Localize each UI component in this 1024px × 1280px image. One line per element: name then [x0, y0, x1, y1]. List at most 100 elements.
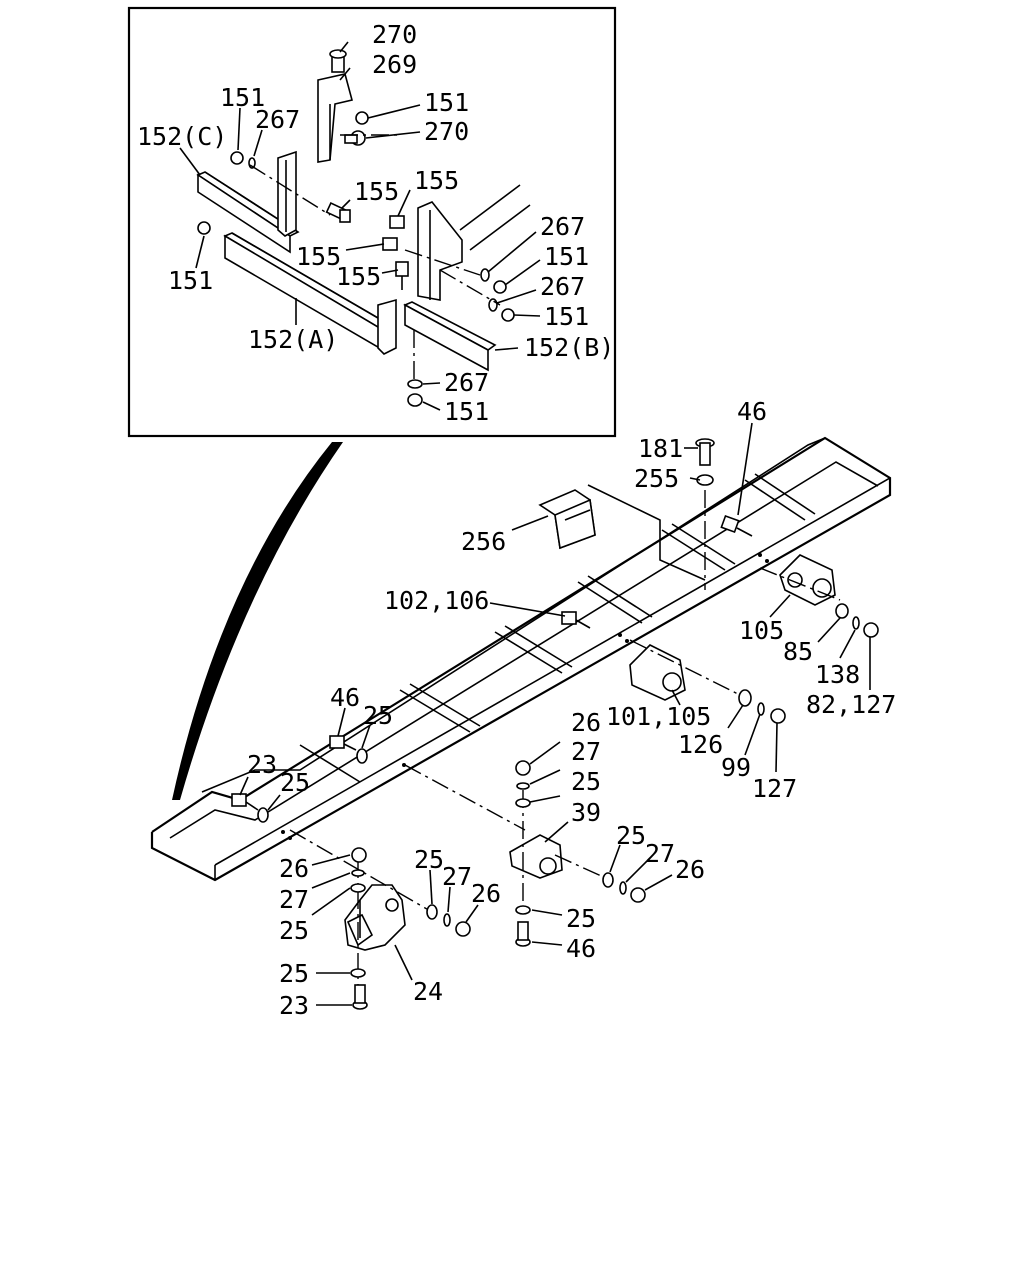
- label-126: 126: [678, 730, 723, 759]
- washer-27-mid: [516, 782, 530, 790]
- washer-25-bracket: [426, 904, 438, 920]
- nut-151-left: [197, 151, 256, 235]
- label-25-frame: 25: [280, 768, 310, 797]
- label-105: 105: [739, 616, 784, 645]
- washer-25-low: [515, 905, 531, 915]
- frame-hint-2: [469, 204, 531, 251]
- label-270-top: 270: [372, 20, 417, 49]
- label-152a: 152(A): [248, 325, 338, 354]
- washer-99: [757, 702, 765, 716]
- mount-39: [509, 834, 563, 879]
- label-26-bracket: 26: [471, 879, 501, 908]
- centerline-105: [759, 567, 841, 601]
- label-267-bottom: 267: [444, 368, 489, 397]
- label-151-upper-right: 151: [424, 88, 469, 117]
- label-155-b: 155: [414, 166, 459, 195]
- bolt-46-left: [329, 735, 357, 751]
- label-85: 85: [783, 637, 813, 666]
- inset-frame: [127, 6, 617, 438]
- chassis-frame: [150, 436, 892, 882]
- bracket-256: [538, 489, 596, 550]
- label-255: 255: [634, 464, 679, 493]
- label-181: 181: [638, 434, 683, 463]
- nut-26-bracket: [455, 921, 471, 937]
- label-267-right-a: 267: [540, 212, 585, 241]
- bolt-155-a: [325, 202, 351, 223]
- nut-26-left: [351, 847, 367, 863]
- washer-25-left-a: [350, 883, 366, 893]
- centerline-39-c: [554, 854, 611, 881]
- channel-152b: [403, 201, 497, 372]
- bolt-270-top: [329, 49, 347, 73]
- bolt-181: [695, 438, 715, 466]
- label-23-left: 23: [247, 750, 277, 779]
- label-138: 138: [815, 660, 860, 689]
- label-25-left-b: 25: [279, 959, 309, 988]
- nut-127: [770, 708, 786, 724]
- nut-82-127: [863, 622, 879, 638]
- label-151-right-b: 151: [544, 302, 589, 331]
- label-269: 269: [372, 50, 417, 79]
- label-151-bottom: 151: [444, 397, 489, 426]
- washer-27-right: [619, 881, 627, 895]
- label-270-mid: 270: [424, 117, 469, 146]
- channel-152a: [223, 232, 397, 355]
- label-99: 99: [721, 753, 751, 782]
- cross-members: [299, 473, 816, 783]
- nut-26-mid: [515, 760, 531, 776]
- washer-25-right: [602, 872, 614, 888]
- washer-25-frame: [257, 807, 269, 823]
- label-82-127: 82,127: [806, 690, 896, 719]
- label-102-106: 102,106: [384, 586, 489, 615]
- label-25-left-a: 25: [279, 916, 309, 945]
- label-155-a: 155: [354, 177, 399, 206]
- label-25-right: 25: [616, 821, 646, 850]
- bracket-24: [344, 884, 406, 951]
- centerline-4: [439, 269, 501, 306]
- label-27-left: 27: [279, 885, 309, 914]
- label-26-mid: 26: [571, 708, 601, 737]
- centerline-24-a: [289, 829, 433, 913]
- main-leaders: [239, 422, 871, 1006]
- label-27-right: 27: [645, 839, 675, 868]
- label-151-right-a: 151: [544, 242, 589, 271]
- frame-hint-1: [459, 184, 521, 231]
- label-27-bracket: 27: [442, 862, 472, 891]
- washer-25-mid: [515, 798, 531, 808]
- label-25-mid: 25: [571, 767, 601, 796]
- centerline-2: [249, 164, 331, 216]
- nut-26-right: [630, 887, 646, 903]
- washer-25-left: [356, 748, 368, 764]
- label-23-low: 23: [279, 991, 309, 1020]
- label-25-low: 25: [566, 904, 596, 933]
- label-46-top: 46: [737, 397, 767, 426]
- label-152c: 152(C): [137, 122, 227, 151]
- bolt-23-left: [231, 793, 259, 811]
- washer-126: [738, 689, 752, 707]
- label-101-105: 101,105: [606, 702, 711, 731]
- label-127: 127: [752, 774, 797, 803]
- callout-arc: [172, 442, 343, 800]
- label-267-upper: 267: [255, 105, 300, 134]
- label-151-left: 151: [168, 266, 213, 295]
- washer-27-left: [351, 869, 365, 877]
- bolt-46-low: [515, 921, 531, 947]
- label-46-left: 46: [330, 683, 360, 712]
- inset-leaders: [179, 41, 541, 411]
- bolt-46-upper: [720, 514, 753, 537]
- bolt-23-low: [352, 984, 368, 1010]
- label-152b: 152(B): [524, 333, 614, 362]
- label-155-c: 155: [296, 242, 341, 271]
- centerline-101: [629, 639, 741, 696]
- channel-152c: [196, 171, 300, 254]
- label-267-right-b: 267: [540, 272, 585, 301]
- bracket-152c-upright: [277, 150, 297, 237]
- label-151-upper-left: 151: [220, 83, 265, 112]
- washer-27-bracket: [443, 913, 451, 927]
- centerline-39-a: [404, 764, 526, 831]
- bracket-256-guide: [587, 484, 706, 581]
- centerline-3: [404, 249, 481, 276]
- washer-138: [852, 616, 860, 630]
- bolt-155-b: [382, 215, 409, 290]
